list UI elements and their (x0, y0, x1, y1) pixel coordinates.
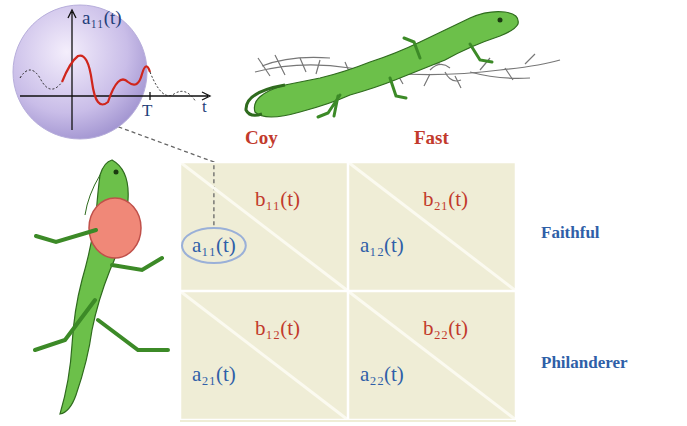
payoff-label: b₁₂(t) (255, 317, 300, 340)
column-header: Coy (245, 128, 278, 149)
dewlap-lizard (35, 160, 168, 414)
payoff-label: a₁₂(t) (360, 234, 404, 257)
cell-ground (348, 162, 516, 291)
cell-ground (348, 291, 516, 420)
matrix-ground (180, 162, 516, 422)
row-header: Philanderer (541, 354, 628, 373)
payoff-label: a₁₁(t) (192, 234, 236, 257)
payoff-cell: b₁₂(t) a₂₁(t) (180, 291, 348, 420)
payoff-label: b₁₁(t) (255, 188, 300, 211)
column-header: Fast (414, 128, 449, 149)
graph-label: a₁₁(t) (82, 8, 122, 29)
payoff-label: a₂₂(t) (360, 363, 404, 386)
payoff-cell: b₂₂(t) a₂₂(t) (348, 291, 516, 420)
payoff-cell: b₁₁(t) a₁₁(t) (180, 162, 348, 291)
payoff-label: b₂₁(t) (423, 188, 468, 211)
payoff-label: a₂₁(t) (192, 363, 236, 386)
cell-ground (180, 162, 348, 291)
top-lizard (246, 12, 518, 117)
row-header: Faithful (541, 224, 600, 243)
highlight-ellipse (182, 228, 246, 263)
cell-ground (180, 291, 348, 420)
zoom-bubble: a₁₁(t) Tt (6, 2, 220, 144)
payoff-label: b₂₂(t) (423, 317, 468, 340)
graph-label: T (142, 102, 152, 121)
graph-label: t (202, 98, 207, 117)
payoff-cell: b₂₁(t) a₁₂(t) (348, 162, 516, 291)
